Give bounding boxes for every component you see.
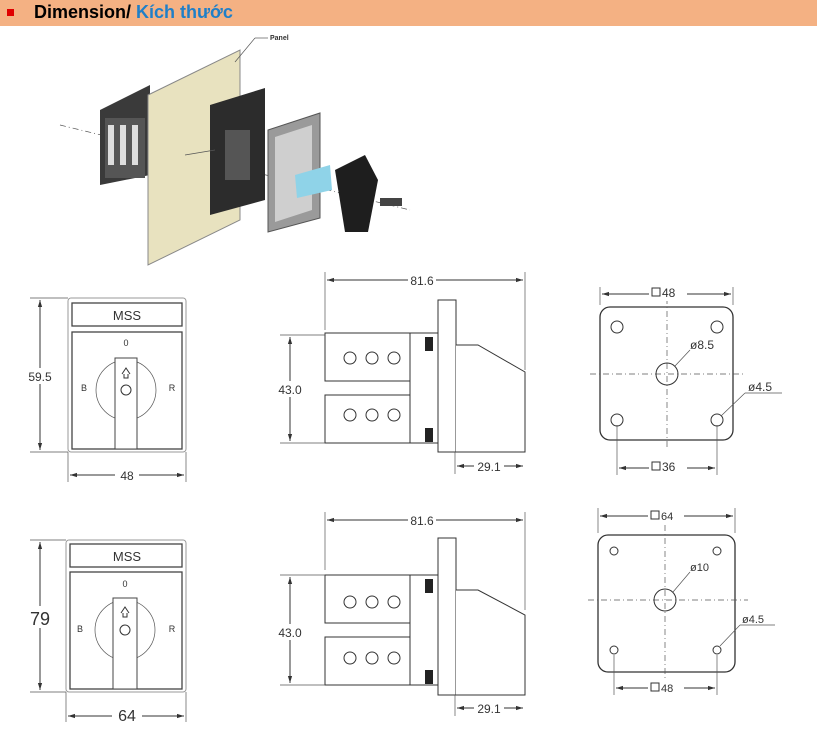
front-plate bbox=[437, 299, 457, 453]
switch-housing bbox=[409, 332, 439, 444]
center-lines bbox=[588, 525, 748, 680]
front-plate bbox=[437, 537, 457, 696]
position-0: 0 bbox=[123, 338, 128, 348]
dim-inner: 36 bbox=[662, 460, 676, 474]
dim-corner-hole: ø4.5 bbox=[742, 614, 764, 626]
nameplate-label: MSS bbox=[113, 549, 142, 564]
dim-outer: 64 bbox=[661, 511, 673, 523]
dim-width: 64 bbox=[118, 708, 136, 725]
mounting-cutout-1: 48 36 ø8.5 ø4.5 bbox=[590, 285, 782, 475]
depth-dimension-line bbox=[454, 452, 523, 474]
section-title: Dimension/ Kích thước bbox=[34, 2, 233, 23]
section-header: Dimension/ Kích thước bbox=[0, 0, 817, 26]
dim-corner-hole: ø4.5 bbox=[748, 380, 772, 394]
width-dimension-line bbox=[67, 452, 187, 483]
corner-holes bbox=[609, 546, 722, 655]
nameplate bbox=[71, 302, 183, 327]
knob-handle bbox=[335, 155, 378, 232]
height-dimension-line bbox=[272, 574, 325, 686]
dim-inner: 48 bbox=[661, 683, 673, 695]
inner-dimension-line bbox=[616, 425, 718, 475]
position-b: B bbox=[81, 383, 87, 393]
cutout-outline bbox=[599, 306, 734, 441]
adapter-frame-insert bbox=[225, 130, 250, 180]
front-view-2: MSS 0 B R 79 64 bbox=[25, 539, 187, 725]
handle bbox=[114, 357, 138, 450]
outer-dimension-line bbox=[597, 508, 736, 533]
front-plate-face bbox=[275, 125, 312, 222]
dim-depth: 29.1 bbox=[477, 460, 501, 474]
mounting-studs bbox=[425, 579, 433, 684]
position-r: R bbox=[169, 383, 176, 393]
handle-pivot bbox=[120, 384, 132, 396]
center-hole bbox=[655, 362, 679, 386]
cutout-outline bbox=[597, 534, 736, 673]
front-view-1: MSS 0 B R 59.5 48 bbox=[22, 297, 187, 483]
mounting-cutout-2: 64 48 ø10 ø4.5 bbox=[588, 508, 775, 696]
square-symbol-icon bbox=[650, 682, 660, 692]
terminal-screws bbox=[343, 595, 401, 665]
panel-leader-line bbox=[234, 37, 268, 63]
knob-handle bbox=[456, 344, 526, 453]
switch-body-3d bbox=[100, 85, 150, 185]
nameplate bbox=[69, 543, 183, 568]
arrow-up-icon bbox=[120, 606, 130, 618]
center-hole bbox=[653, 588, 677, 612]
position-r: R bbox=[169, 624, 176, 634]
center-hole-leader bbox=[674, 349, 691, 367]
nameplate-label: MSS bbox=[113, 308, 142, 323]
height-dimension-line bbox=[25, 539, 66, 693]
position-0: 0 bbox=[122, 579, 127, 589]
height-dimension-line bbox=[272, 334, 325, 444]
contact-block-upper bbox=[324, 332, 411, 382]
square-symbol-icon bbox=[650, 510, 660, 520]
title-vi: Kích thước bbox=[136, 2, 233, 22]
dim-length: 81.6 bbox=[410, 514, 434, 528]
shaft-line bbox=[184, 149, 216, 156]
dim-height: 79 bbox=[30, 609, 50, 629]
dim-height: 43.0 bbox=[278, 383, 302, 397]
side-view-2: 81.6 43.0 29.1 bbox=[272, 512, 526, 716]
terminal-screws bbox=[343, 351, 401, 422]
dim-center-hole: ø10 bbox=[690, 562, 709, 574]
title-en: Dimension/ bbox=[34, 2, 132, 22]
dim-length: 81.6 bbox=[410, 274, 434, 288]
handle-pivot bbox=[119, 624, 131, 636]
dim-depth: 29.1 bbox=[477, 702, 501, 716]
dim-outer: 48 bbox=[662, 286, 676, 300]
dim-width: 48 bbox=[120, 469, 134, 483]
center-lines bbox=[590, 298, 745, 450]
side-view-1: 81.6 43.0 29.1 bbox=[272, 272, 526, 474]
exploded-illustration: Panel bbox=[59, 35, 411, 266]
mounting-studs bbox=[425, 337, 433, 442]
depth-dimension-line bbox=[454, 695, 523, 716]
panel-label: Panel bbox=[270, 35, 289, 42]
outer-dimension-line bbox=[599, 285, 734, 305]
switch-housing bbox=[409, 574, 439, 686]
mounting-screw bbox=[380, 198, 402, 206]
length-dimension-line bbox=[324, 272, 526, 370]
corner-hole-leader bbox=[720, 392, 782, 417]
bullet-icon bbox=[7, 9, 14, 16]
inner-dimension-line bbox=[613, 655, 718, 696]
center-hole-leader bbox=[672, 571, 691, 593]
square-symbol-icon bbox=[651, 461, 661, 471]
height-dimension-line bbox=[22, 297, 68, 453]
square-symbol-icon bbox=[651, 287, 661, 297]
length-dimension-line bbox=[324, 512, 526, 610]
width-dimension-line bbox=[65, 692, 187, 725]
dim-center-hole: ø8.5 bbox=[690, 338, 714, 352]
dim-height: 59.5 bbox=[28, 370, 52, 384]
shaft-coupler bbox=[295, 165, 332, 198]
position-b: B bbox=[77, 624, 83, 634]
arrow-up-icon bbox=[121, 367, 131, 379]
contact-block-lower bbox=[324, 636, 411, 686]
contact-block-upper bbox=[324, 574, 411, 624]
dim-height: 43.0 bbox=[278, 626, 302, 640]
handle bbox=[112, 597, 138, 690]
corner-hole-leader bbox=[719, 624, 775, 647]
knob-handle bbox=[456, 589, 526, 696]
